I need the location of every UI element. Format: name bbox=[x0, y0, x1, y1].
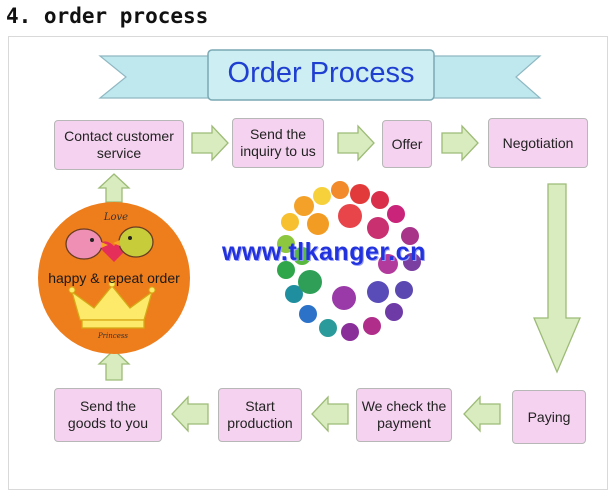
circle-top-text: Love bbox=[103, 212, 129, 223]
arrow-right-icon bbox=[191, 124, 229, 162]
step-negotiation: Negotiation bbox=[488, 118, 588, 168]
arrow-down-icon bbox=[533, 183, 581, 374]
flower-icon bbox=[277, 181, 421, 341]
arrow-up-icon bbox=[97, 173, 131, 203]
arrow-right-icon bbox=[441, 124, 479, 162]
arrow-left-icon bbox=[171, 395, 209, 433]
step-paying: Paying bbox=[512, 390, 586, 444]
arrow-left-icon bbox=[463, 395, 501, 433]
crown-icon bbox=[68, 280, 156, 329]
bird-icon bbox=[113, 226, 154, 258]
circle-label: happy & repeat order bbox=[48, 270, 180, 286]
arrow-up-icon bbox=[97, 349, 131, 381]
step-contact-customer-service: Contact customer service bbox=[54, 120, 184, 170]
step-offer: Offer bbox=[382, 120, 432, 168]
crown-text: Princess bbox=[97, 332, 129, 340]
bird-icon bbox=[65, 228, 108, 260]
step-check-payment: We check the payment bbox=[356, 388, 452, 442]
arrow-right-icon bbox=[337, 124, 375, 162]
watermark: www.tlkanger.cn bbox=[222, 238, 426, 266]
step-start-production: Start production bbox=[218, 388, 302, 442]
arrow-left-icon bbox=[311, 395, 349, 433]
step-send-goods: Send the goods to you bbox=[54, 388, 162, 442]
banner-title: Order Process bbox=[227, 56, 415, 89]
step-send-inquiry: Send the inquiry to us bbox=[232, 118, 324, 168]
page-heading: 4. order process bbox=[6, 4, 209, 28]
